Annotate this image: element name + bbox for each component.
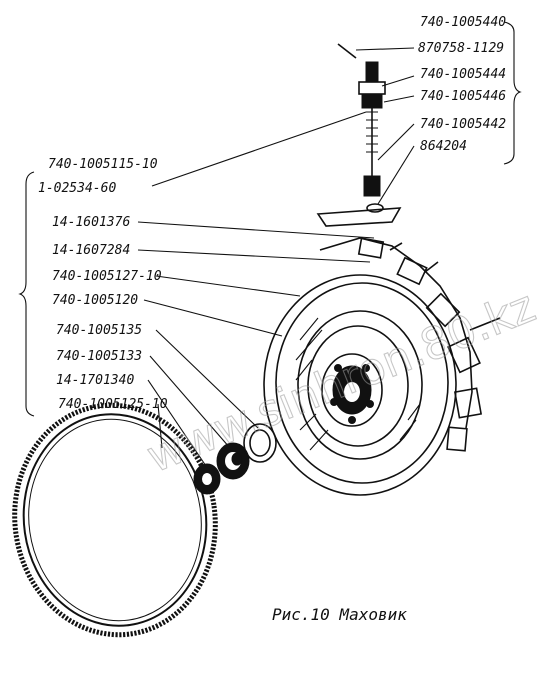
right-bracket bbox=[503, 21, 522, 165]
label-740-1005440: 740-1005440 bbox=[420, 15, 506, 30]
bearing-parts bbox=[193, 423, 277, 495]
label-740-1005442: 740-1005442 bbox=[420, 117, 506, 132]
label-740-1005125-10: 740-1005125-10 bbox=[58, 397, 168, 412]
left-labels: 740-1005115-10 1-02534-60 14-1601376 14-… bbox=[38, 157, 168, 412]
label-740-1005115-10: 740-1005115-10 bbox=[48, 157, 158, 172]
label-1-02534-60: 1-02534-60 bbox=[38, 181, 116, 196]
label-14-1601376: 14-1601376 bbox=[52, 215, 130, 230]
label-14-1607284: 14-1607284 bbox=[52, 243, 130, 258]
label-14-1701340: 14-1701340 bbox=[56, 373, 134, 388]
label-740-1005446: 740-1005446 bbox=[420, 89, 506, 104]
leader-lines bbox=[137, 47, 415, 467]
figure-caption: Рис.10 Маховик bbox=[272, 605, 407, 624]
grease-fitting-assembly bbox=[316, 43, 402, 227]
label-740-1005444: 740-1005444 bbox=[420, 67, 506, 82]
left-bracket bbox=[18, 171, 35, 417]
ring-gear bbox=[12, 402, 218, 638]
watermark-text: www.sinhron.80.kz bbox=[140, 281, 542, 483]
label-740-1005120: 740-1005120 bbox=[52, 293, 138, 308]
right-labels: 740-1005440 870758-1129 740-1005444 740-… bbox=[418, 15, 506, 154]
label-740-1005133: 740-1005133 bbox=[56, 349, 142, 364]
label-864204: 864204 bbox=[420, 139, 467, 154]
label-740-1005127-10: 740-1005127-10 bbox=[52, 269, 162, 284]
label-870758-1129: 870758-1129 bbox=[418, 41, 504, 56]
flywheel bbox=[263, 237, 501, 496]
label-740-1005135: 740-1005135 bbox=[56, 323, 142, 338]
